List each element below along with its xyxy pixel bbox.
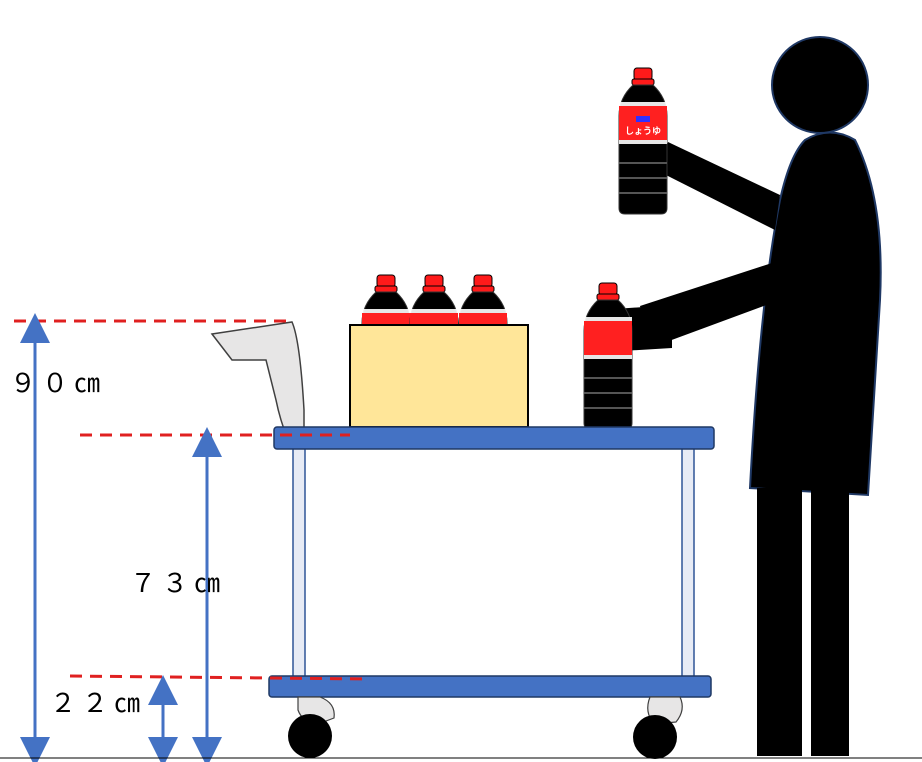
cart-lower-shelf <box>268 675 712 698</box>
person-leg-right <box>811 488 849 756</box>
person-arm-upper <box>660 142 780 230</box>
person-arm-lower <box>640 262 780 348</box>
label-90cm: ９０㎝ <box>10 369 106 399</box>
person-leg-left <box>757 488 802 756</box>
label-73cm: ７３㎝ <box>130 569 226 599</box>
cart-upper-shelf <box>273 426 715 450</box>
cart-handle <box>210 321 305 441</box>
cart-wheel-right <box>633 715 677 759</box>
cart-wheel-left <box>288 714 332 758</box>
bottle-held-high: しょうゆ <box>618 67 668 215</box>
cart-post-left <box>292 439 306 681</box>
label-22cm: ２２㎝ <box>50 689 146 719</box>
cart-post-right <box>681 439 695 681</box>
bottle-text: しょうゆ <box>625 126 661 137</box>
cart <box>210 321 715 759</box>
bottle-held-low <box>583 282 633 430</box>
person-torso <box>748 131 882 497</box>
person-head <box>771 36 869 134</box>
cardboard-box <box>349 324 529 428</box>
